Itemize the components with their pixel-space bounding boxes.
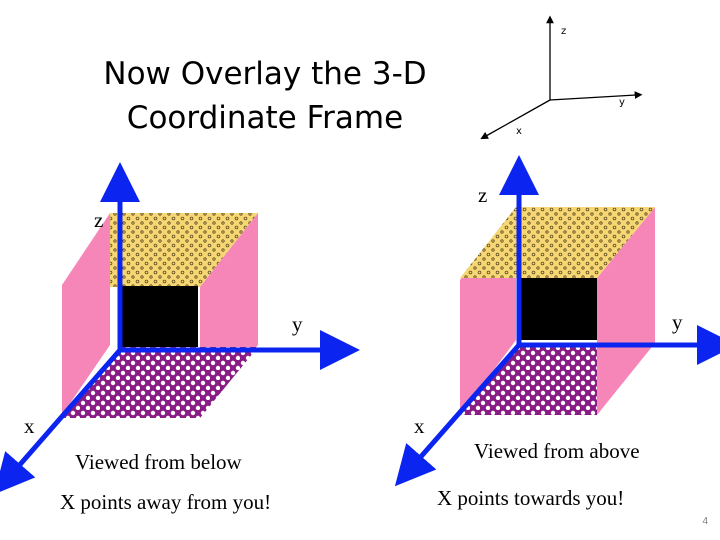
title-line-2: Coordinate Frame bbox=[126, 100, 404, 136]
left-cube-top-face bbox=[110, 213, 258, 287]
left-cube-opening bbox=[120, 286, 198, 347]
left-y-label: y bbox=[292, 312, 303, 336]
right-cube bbox=[394, 155, 720, 487]
right-cube-bottom-face bbox=[460, 345, 597, 415]
right-cube-opening bbox=[520, 278, 597, 340]
right-cube-right-wall bbox=[597, 207, 655, 415]
right-z-label: z bbox=[478, 183, 488, 207]
left-cube bbox=[0, 162, 360, 495]
page-number: 4 bbox=[702, 516, 708, 527]
right-caption-2: X points towards you! bbox=[437, 486, 625, 510]
right-y-label: y bbox=[672, 310, 683, 334]
left-cube-bottom-face bbox=[62, 347, 258, 418]
reference-frame bbox=[480, 15, 643, 140]
left-cube-x-axis bbox=[0, 348, 122, 495]
left-caption-2: X points away from you! bbox=[60, 490, 272, 514]
title-line-1: Now Overlay the 3-D bbox=[103, 56, 427, 92]
right-x-label: x bbox=[414, 414, 425, 438]
left-z-label: z bbox=[94, 208, 104, 232]
right-cube-top-face bbox=[460, 207, 655, 278]
ref-x-label: x bbox=[516, 126, 522, 137]
left-caption-1: Viewed from below bbox=[75, 450, 242, 474]
ref-y-label: y bbox=[619, 97, 625, 108]
slide-title: Now Overlay the 3-D Coordinate Frame bbox=[60, 52, 470, 140]
left-cube-back-wall bbox=[62, 213, 110, 415]
right-caption-1: Viewed from above bbox=[474, 439, 640, 463]
ref-z-label: z bbox=[561, 26, 567, 37]
left-x-label: x bbox=[24, 414, 35, 438]
right-cube-x-axis bbox=[394, 343, 521, 487]
